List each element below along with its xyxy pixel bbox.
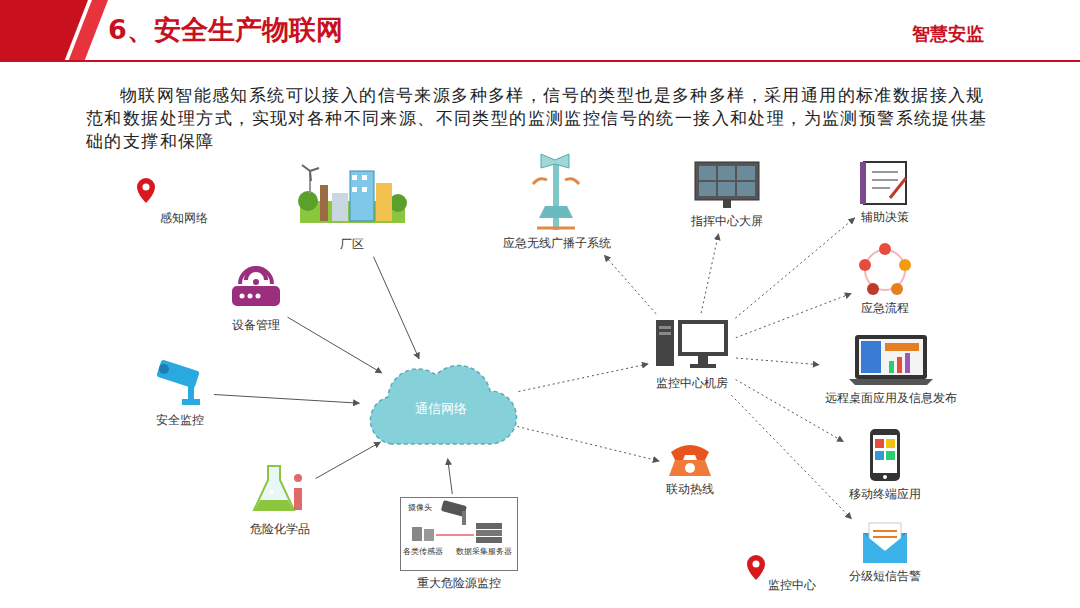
connector [214, 395, 359, 404]
connector [604, 255, 656, 314]
intro-paragraph: 物联网智能感知系统可以接入的信号来源多种多样，信号的类型也是多种多样，采用通用的… [86, 84, 996, 153]
node-icon [849, 333, 933, 387]
component-label: 各类传感器 [403, 547, 443, 557]
node-icon [290, 163, 415, 233]
node-label: 摄像头 [408, 503, 432, 513]
node-label: 危险化学品 [247, 521, 313, 537]
node-label: 联动热线 [662, 481, 718, 497]
connector [448, 459, 453, 494]
network-cloud: 通信网络 [362, 360, 520, 456]
icon-node: 危险化学品 [247, 458, 313, 539]
icon-node: 厂区 [287, 163, 418, 254]
connector [736, 294, 851, 338]
node-icon [860, 158, 910, 206]
connector [517, 427, 659, 462]
connector [736, 380, 844, 442]
node-icon [693, 160, 761, 210]
node-icon [868, 427, 902, 483]
connector [731, 395, 851, 519]
node-icon [527, 150, 587, 232]
node-icon [861, 521, 909, 565]
brand-label: 智慧安监 [912, 22, 984, 46]
icon-node: 应急无线广播子系统 [500, 150, 614, 253]
node-label: 安全监控 [149, 412, 211, 428]
node-label: 通信网络 [362, 360, 520, 417]
node-label: 辅助决策 [857, 209, 913, 225]
node-label: 远程桌面应用及信息发布 [822, 390, 960, 406]
map-pin [137, 178, 155, 203]
node-icon [152, 355, 208, 409]
node-label: 指挥中心大屏 [688, 213, 766, 229]
connector [316, 442, 381, 478]
node-label: 监控中心机房 [651, 375, 733, 391]
node-icon [654, 316, 730, 372]
icon-node: 分级短信告警 [846, 521, 924, 586]
icon-node: 设备管理 [227, 262, 285, 335]
node-label: 各类传感器 [403, 547, 443, 557]
icon-node: 安全监控 [149, 355, 211, 430]
icon-node: 监控中心机房 [651, 316, 733, 393]
connector [701, 234, 718, 313]
hazard-box: 重大危险源监控 摄像头各类传感器 数据采集服务器 [400, 497, 518, 593]
icon-node: 联动热线 [662, 438, 718, 499]
node-icon [230, 262, 282, 314]
node-label: 设备管理 [227, 317, 285, 333]
zone-label: 感知网络 [160, 210, 208, 227]
node-label: 重大危险源监控 [400, 575, 518, 591]
connector [736, 358, 819, 365]
connector [519, 364, 649, 392]
node-icon [665, 438, 715, 478]
node-label: 分级短信告警 [846, 568, 924, 584]
node-label: 厂区 [287, 236, 418, 252]
icon-node: 应急流程 [854, 243, 916, 318]
icon-node: 远程桌面应用及信息发布 [822, 333, 960, 408]
icon-node: 指挥中心大屏 [688, 160, 766, 231]
node-label: 应急无线广播子系统 [500, 235, 614, 251]
slide-title: 6、安全生产物联网 [108, 12, 343, 48]
component-label: 摄像头 [408, 503, 432, 513]
connector [735, 218, 854, 318]
node-icon [250, 458, 310, 518]
icon-node: 辅助决策 [857, 158, 913, 227]
connector [374, 257, 420, 359]
node-label: 数据采集服务器 [456, 547, 512, 557]
node-label: 应急流程 [854, 300, 916, 316]
icon-node: 移动终端应用 [846, 427, 924, 504]
zone-label: 监控中心 [768, 577, 816, 594]
connector [288, 317, 382, 373]
map-pin [747, 555, 765, 580]
node-label: 移动终端应用 [846, 486, 924, 502]
component-label: 数据采集服务器 [456, 547, 512, 557]
node-icon [857, 243, 913, 297]
